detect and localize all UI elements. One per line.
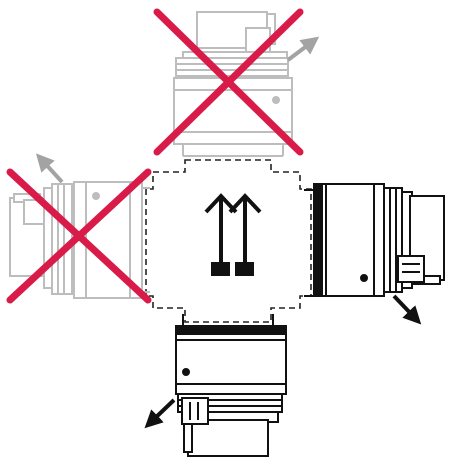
forbidden-cross-top-icon (153, 8, 304, 156)
mounting-plate-outline (145, 159, 312, 323)
cable-direction-arrow-right (392, 294, 422, 325)
cable-direction-arrow-bottom (144, 398, 176, 429)
camera-right-allowed (304, 183, 445, 297)
forbidden-cross-left-icon (6, 168, 152, 304)
cable-direction-arrow-left (35, 153, 64, 184)
cable-direction-arrow-top (286, 36, 320, 62)
this-side-up-arrows-icon (204, 193, 262, 276)
camera-bottom-allowed (175, 314, 287, 457)
